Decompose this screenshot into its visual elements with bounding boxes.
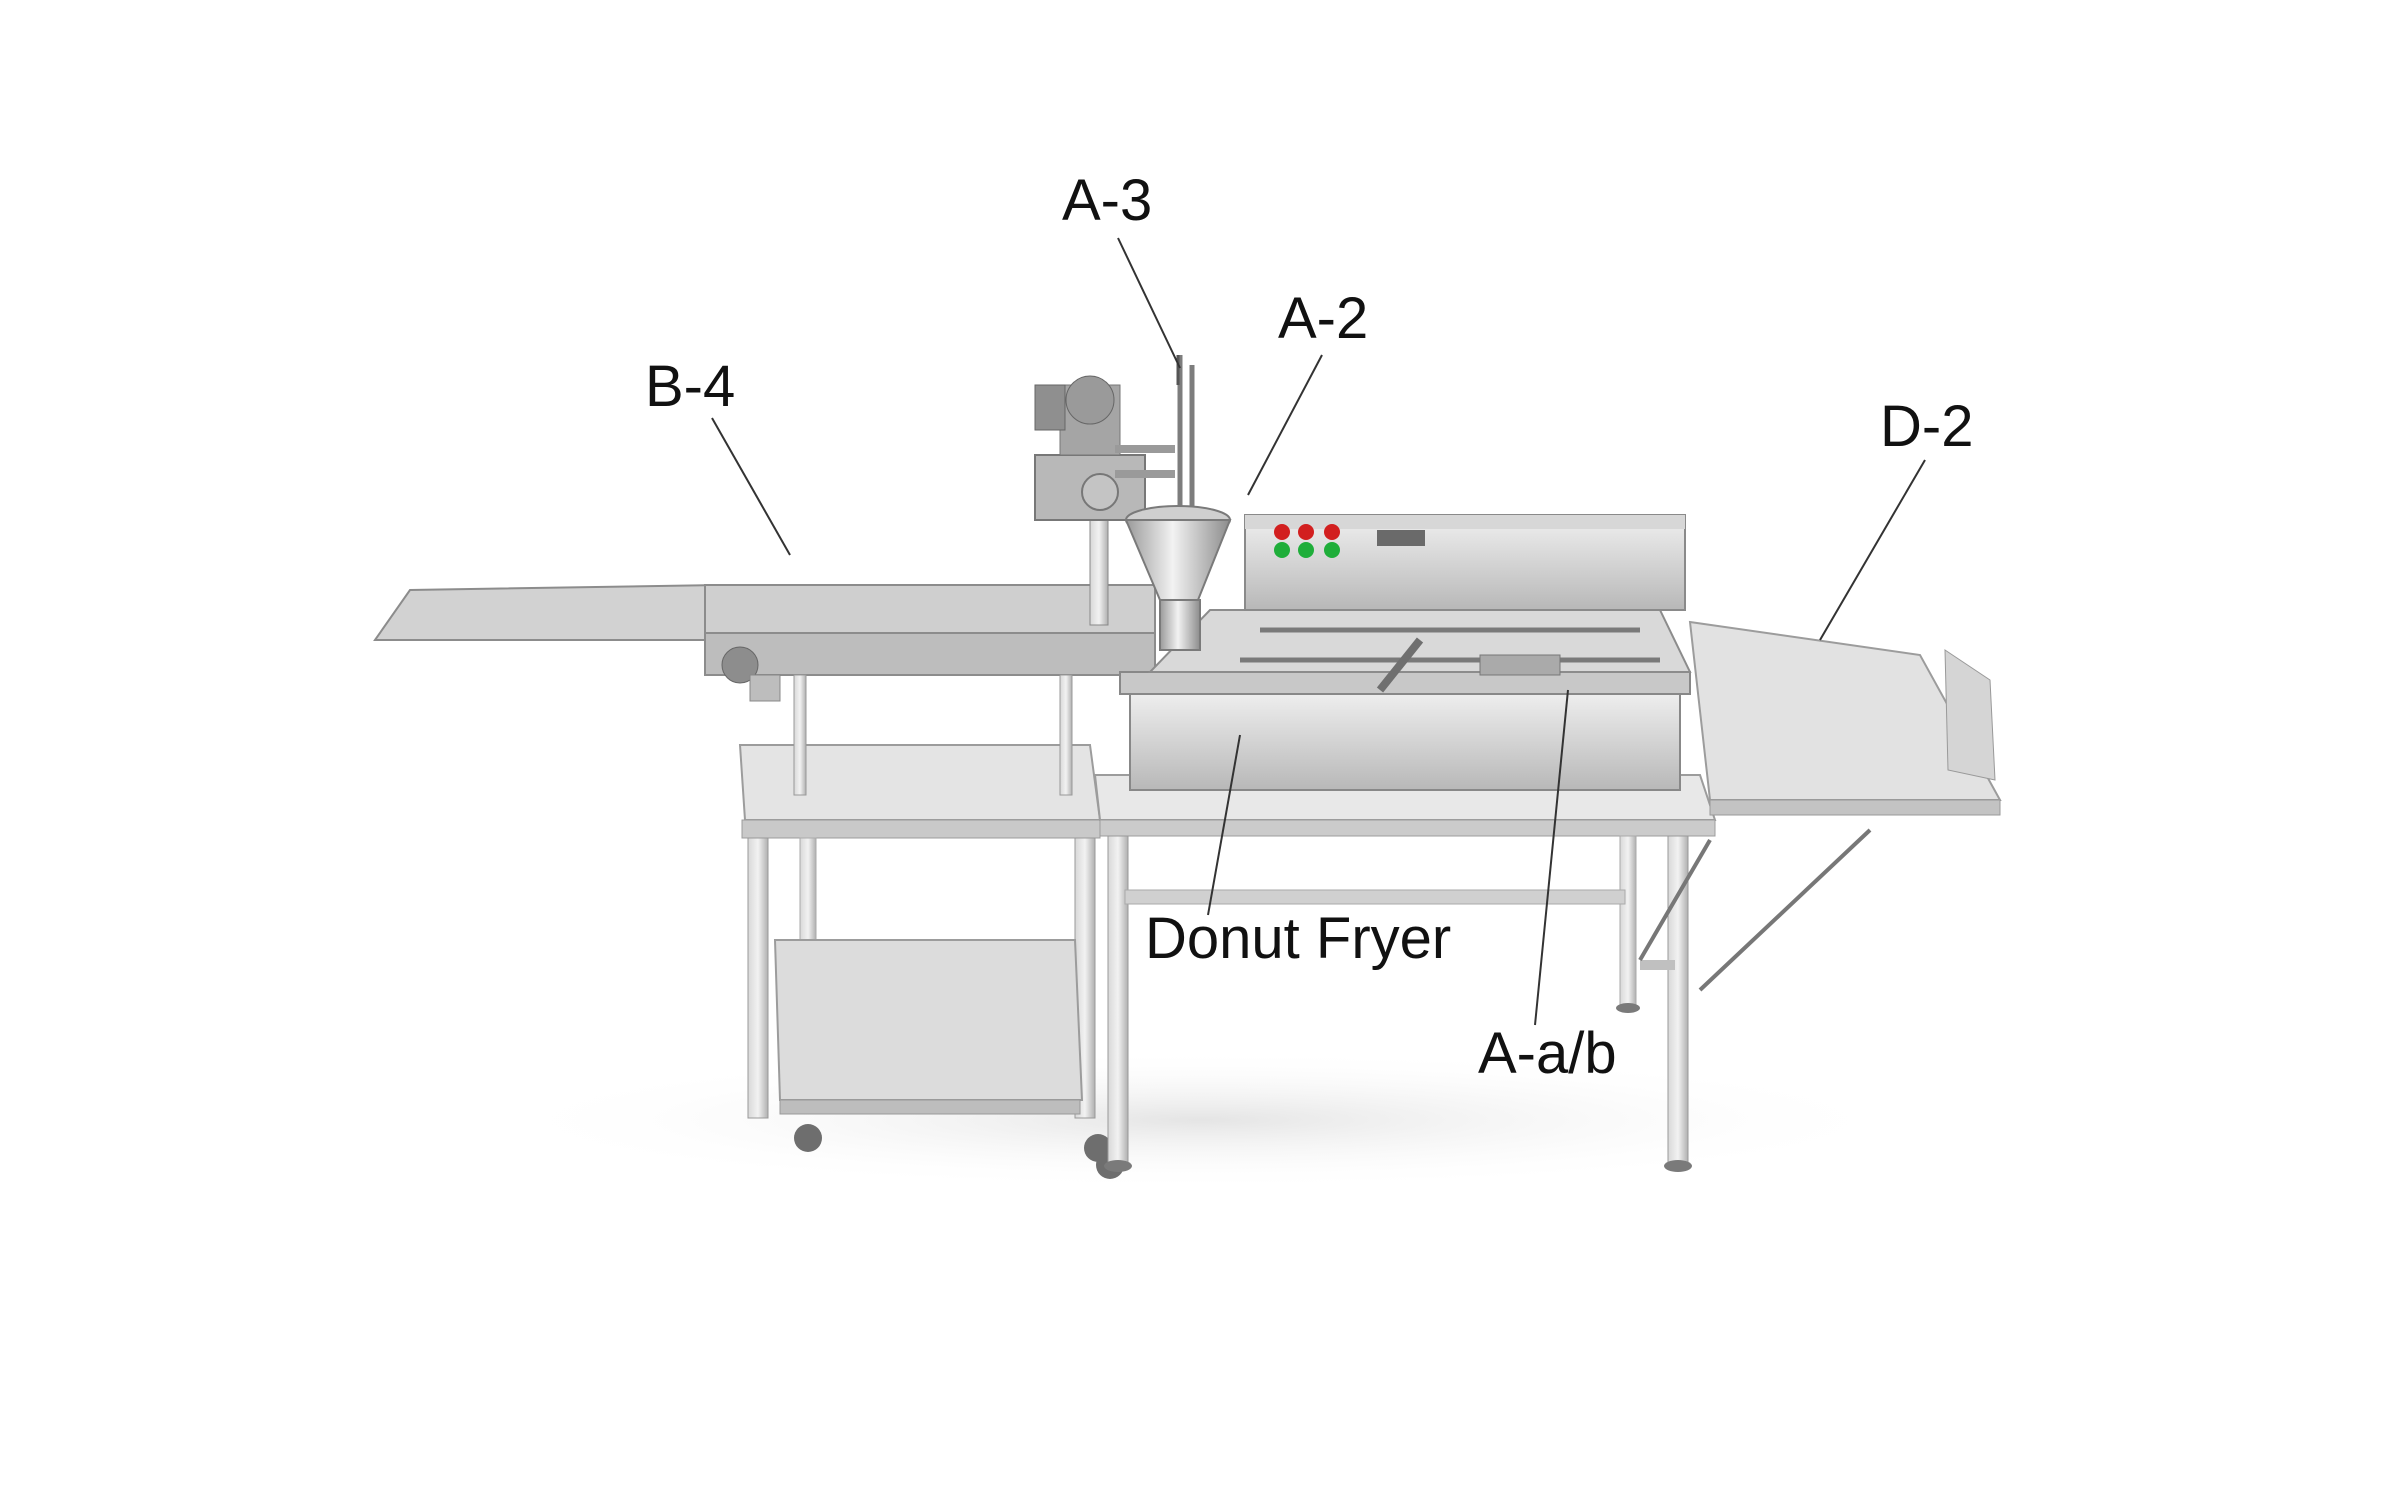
red-button[interactable]: [1298, 524, 1314, 540]
label-b4: B-4: [645, 354, 736, 419]
left-cart-table: [738, 744, 1124, 1179]
leveling-foot: [1104, 1160, 1132, 1172]
leveling-foot: [1616, 1003, 1640, 1013]
green-button[interactable]: [1298, 542, 1314, 558]
leader-donut-fryer: [1207, 734, 1241, 916]
control-box: [1244, 514, 1686, 611]
leader-a3: [1117, 237, 1181, 369]
red-button[interactable]: [1274, 524, 1290, 540]
fryer-tank: [1119, 609, 1692, 791]
red-button[interactable]: [1324, 524, 1340, 540]
label-d2: D-2: [1880, 394, 1974, 459]
leader-d2: [1819, 459, 1926, 641]
floor-shadow: [480, 1050, 1920, 1190]
leader-lines: [711, 237, 1926, 1026]
infeed-conveyor: [373, 583, 1156, 796]
leader-aab: [1534, 689, 1569, 1026]
green-button[interactable]: [1274, 542, 1290, 558]
leader-b4: [711, 417, 791, 556]
gear-wheel: [1081, 473, 1119, 511]
leader-a2: [1247, 354, 1323, 496]
label-aab: A-a/b: [1478, 1021, 1617, 1086]
label-a2: A-2: [1278, 286, 1369, 351]
motor-housing: [1065, 375, 1115, 425]
label-a3: A-3: [1062, 168, 1153, 233]
conveyor-drive-pulley: [721, 646, 759, 684]
batter-depositor: [1034, 355, 1232, 651]
green-button[interactable]: [1324, 542, 1340, 558]
discharge-tray-table: [1638, 620, 2002, 992]
leveling-foot: [1664, 1160, 1692, 1172]
caster-wheel: [794, 1124, 822, 1152]
display-window: [1377, 530, 1425, 546]
label-donut-fryer: Donut Fryer: [1145, 906, 1452, 971]
